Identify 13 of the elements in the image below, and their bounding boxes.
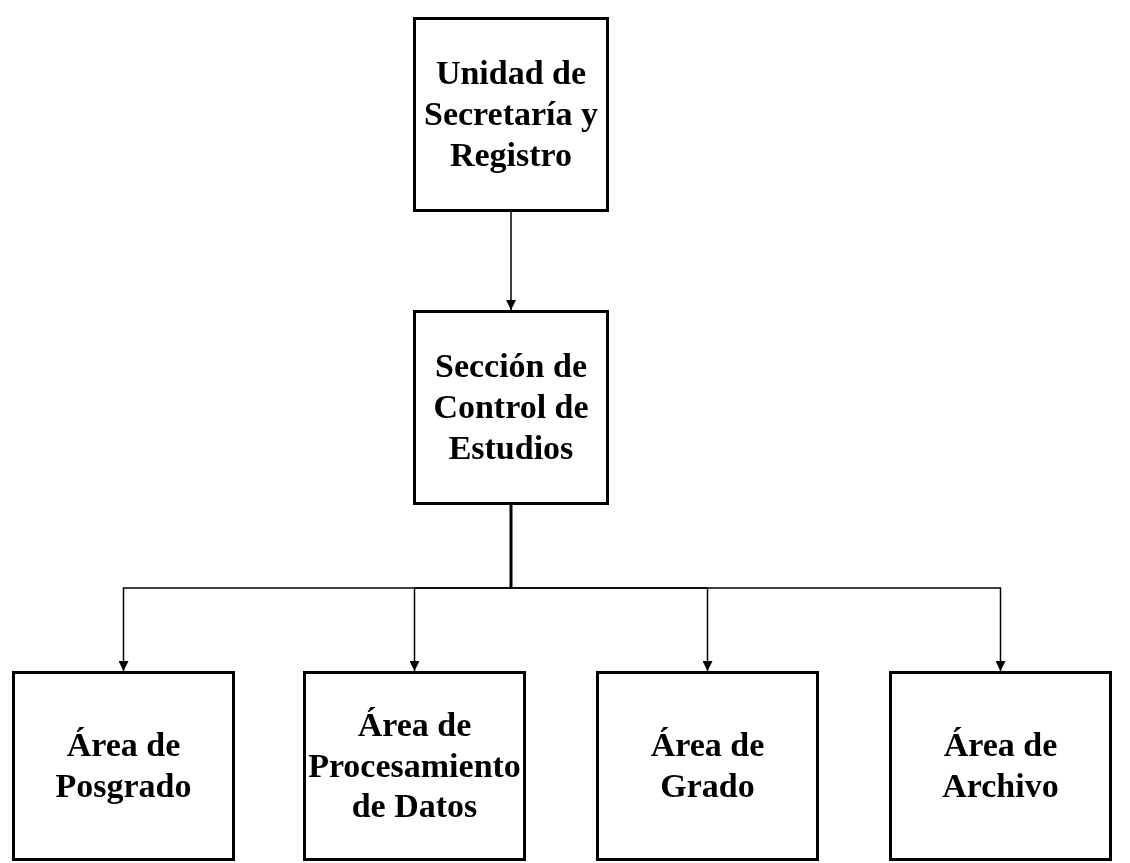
org-box — [596, 671, 819, 861]
org-box — [12, 671, 235, 861]
unit-name: Área de Grado — [649, 725, 766, 806]
connector-arrow — [506, 211, 516, 311]
unit-name: Área de Posgrado — [54, 725, 193, 806]
org-box — [413, 17, 609, 212]
org-box — [303, 671, 526, 861]
org-box — [413, 310, 609, 505]
unit-name: Unidad de Secretaría y Registro — [423, 53, 599, 175]
unit-name: Área de Procesamiento de Datos — [307, 704, 522, 827]
org-box — [889, 671, 1112, 861]
unit-name: Sección de Control de Estudios — [432, 346, 590, 468]
unit-name: Área de Archivo — [941, 725, 1060, 806]
